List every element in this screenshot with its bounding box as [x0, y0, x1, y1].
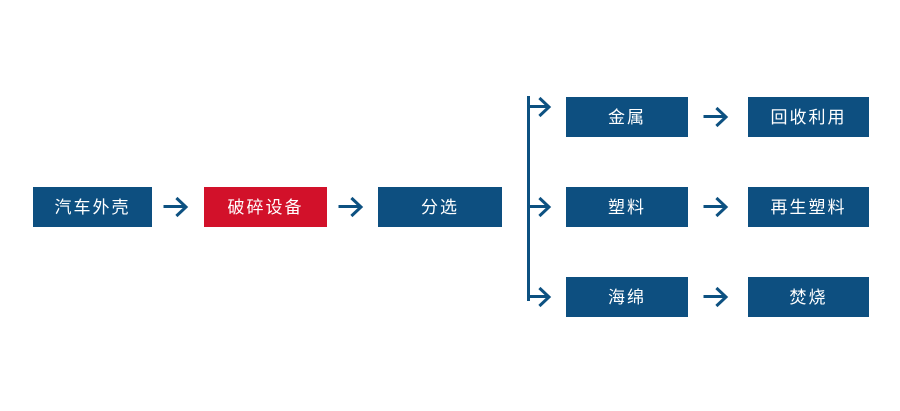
branch-arrow-right-icon-sponge	[528, 286, 558, 308]
node-regenerated-plastic[interactable]: 再生塑料	[748, 187, 869, 227]
node-recycle-reuse[interactable]: 回收利用	[748, 97, 869, 137]
arrow-right-icon-car-shell-to-crusher	[163, 187, 193, 227]
node-car-shell[interactable]: 汽车外壳	[33, 187, 152, 227]
node-crusher[interactable]: 破碎设备	[204, 187, 327, 227]
node-metal[interactable]: 金属	[566, 97, 688, 137]
branch-arrow-right-icon-plastic	[528, 196, 558, 218]
node-sponge[interactable]: 海绵	[566, 277, 688, 317]
arrow-right-icon-sponge-to-incineration	[703, 277, 733, 317]
node-plastic[interactable]: 塑料	[566, 187, 688, 227]
arrow-right-icon-crusher-to-sorting	[338, 187, 368, 227]
distribution-trunk-line	[527, 96, 530, 301]
node-incineration[interactable]: 焚烧	[748, 277, 869, 317]
branch-arrow-right-icon-metal	[528, 96, 558, 118]
arrow-right-icon-plastic-to-regenerated	[703, 187, 733, 227]
node-sorting[interactable]: 分选	[378, 187, 502, 227]
arrow-right-icon-metal-to-recycle	[703, 97, 733, 137]
